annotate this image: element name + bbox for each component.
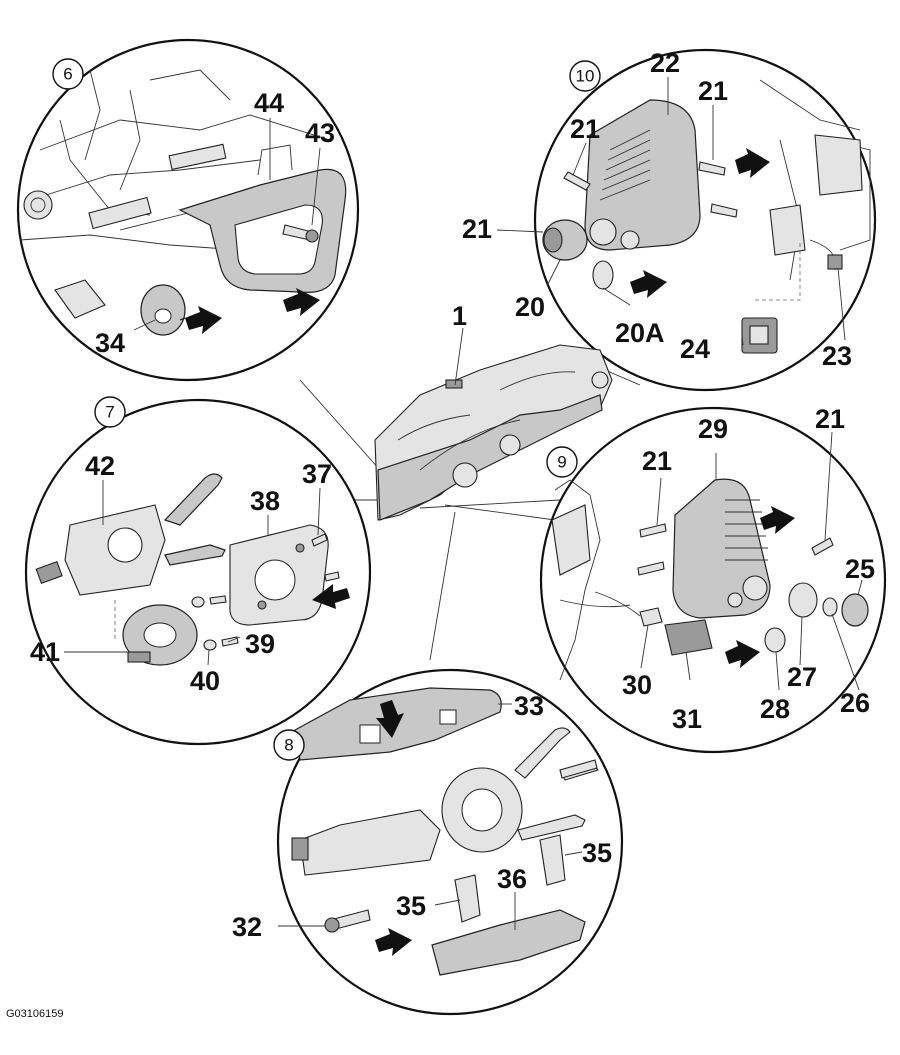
detail-number-badges: 6 10 7 9 8 [52,58,601,761]
label-part-23: 23 [822,341,852,371]
detail-7 [24,398,372,746]
label-part-20a: 20A [615,318,665,348]
detail-leader-lines [299,369,641,661]
label-part-39: 39 [245,629,275,659]
label-part-31: 31 [672,704,702,734]
label-part-24: 24 [680,334,710,364]
detail-badge-9: 9 [546,446,578,478]
label-part-21: 21 [570,114,600,144]
label-part-25: 25 [845,554,875,584]
label-part-32: 32 [232,912,262,942]
detail-badge-6: 6 [52,58,84,90]
detail-badge-7: 7 [94,396,126,428]
label-part-37: 37 [302,459,332,489]
detail-badge-10: 10 [569,60,601,92]
detail-10 [533,48,877,392]
label-part-36: 36 [497,864,527,894]
svg-text:6: 6 [63,65,72,84]
detail-9 [539,406,887,754]
svg-text:9: 9 [557,453,566,472]
label-part-21: 21 [642,446,672,476]
label-part-26: 26 [840,688,870,718]
label-part-44: 44 [254,88,284,118]
detail-badge-8: 8 [273,729,305,761]
svg-text:10: 10 [576,67,595,86]
label-part-28: 28 [760,694,790,724]
label-part-34: 34 [95,328,125,358]
label-part-35: 35 [582,838,612,868]
label-part-21: 21 [815,404,845,434]
label-part-41: 41 [30,637,60,667]
label-part-29: 29 [698,414,728,444]
part-number-labels: 1 44 43 34 22 21 21 21 20 20A 24 23 42 3… [30,48,875,942]
label-part-1: 1 [452,301,467,331]
label-part-43: 43 [305,118,335,148]
label-part-21: 21 [462,214,492,244]
label-part-27: 27 [787,662,817,692]
figure-id: G03106159 [6,1008,64,1020]
part-leader-lines [64,77,863,930]
label-part-22: 22 [650,48,680,78]
label-part-35: 35 [396,891,426,921]
label-part-38: 38 [250,486,280,516]
label-part-30: 30 [622,670,652,700]
svg-text:7: 7 [105,403,114,422]
label-part-40: 40 [190,666,220,696]
svg-text:8: 8 [284,736,293,755]
detail-8 [276,668,624,1016]
label-part-21: 21 [698,76,728,106]
label-part-20: 20 [515,292,545,322]
detail-6 [16,38,360,382]
label-part-33: 33 [514,691,544,721]
dashboard [374,344,613,521]
label-part-42: 42 [85,451,115,481]
